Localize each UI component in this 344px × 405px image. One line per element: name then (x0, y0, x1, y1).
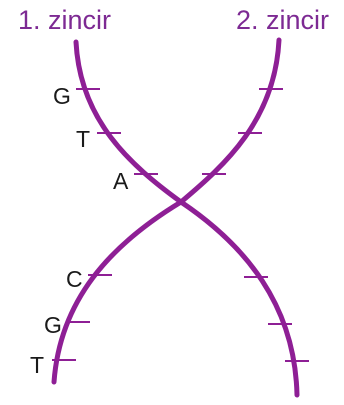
strand-1-upper (73, 39, 184, 205)
base-label-c-bottom: C (66, 266, 83, 292)
base-label-t-top: T (76, 126, 90, 152)
strand-2-upper (178, 37, 282, 205)
base-label-a-top: A (113, 168, 129, 194)
strand-1-lower (51, 199, 184, 385)
base-label-g-top: G (53, 83, 71, 109)
base-label-g-bottom: G (44, 312, 62, 338)
base-label-t-bottom: T (30, 352, 44, 378)
strand-2-lower (178, 199, 300, 398)
strand-2-title: 2. zincir (236, 5, 330, 35)
strand-1-title: 1. zincir (18, 5, 112, 35)
